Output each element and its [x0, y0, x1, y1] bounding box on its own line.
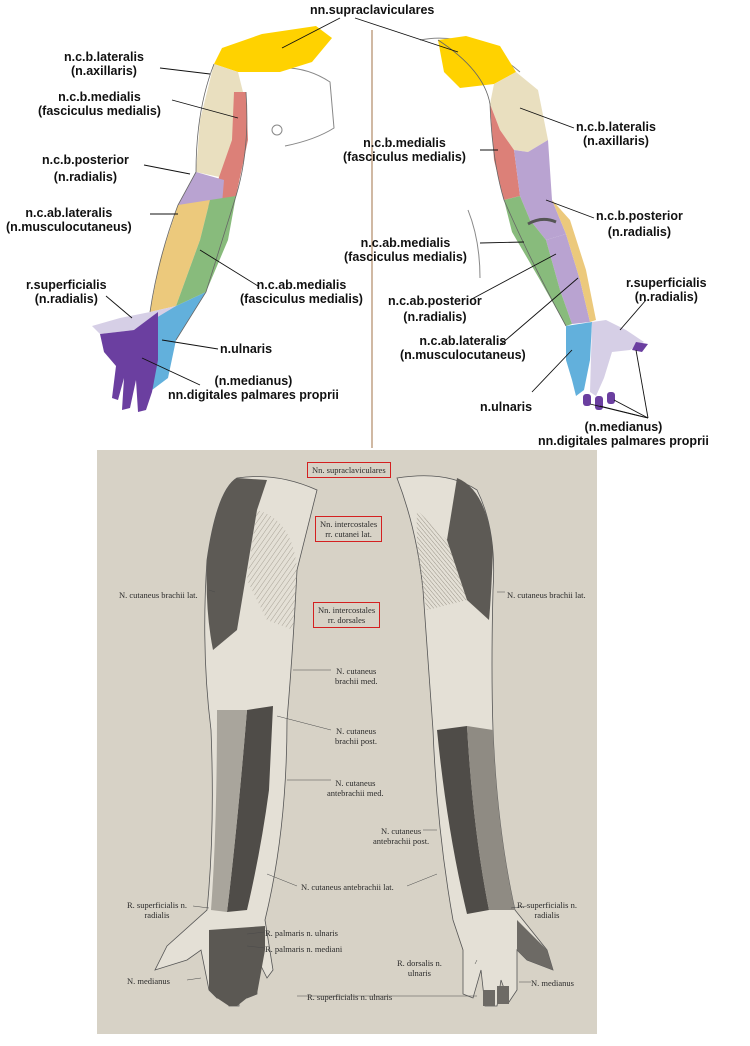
- atlas-label-medianus-left: N. medianus: [127, 976, 170, 986]
- zone-cab-posterior-right: [546, 234, 590, 324]
- atlas-label-cutaneus-brachii-lat-right: N. cutaneus brachii lat.: [507, 590, 586, 600]
- atlas-label-cutaneus-brachii-lat-left: N. cutaneus brachii lat.: [119, 590, 198, 600]
- right-arm-posterior: [419, 36, 648, 410]
- atlas-label-r-dorsalis-ulnaris: R. dorsalis n.ulnaris: [397, 958, 442, 978]
- atlas-label-r-palmaris-ulnaris: R. palmaris n. ulnaris: [265, 928, 338, 938]
- atlas-left-dark-shoulder: [206, 478, 267, 650]
- atlas-label-medianus-right: N. medianus: [531, 978, 574, 988]
- colored-dermatome-diagram: [92, 17, 649, 448]
- left-arm-anterior: [92, 26, 335, 412]
- atlas-label-r-palmaris-mediani: R. palmaris n. mediani: [265, 944, 343, 954]
- zone-cb-lateralis-right: [490, 72, 548, 152]
- zone-medianus-tip-3: [607, 392, 615, 404]
- atlas-left-dark-hand: [209, 926, 265, 1006]
- label-left-ulnaris: n.ulnaris: [220, 342, 273, 356]
- atlas-label-cutaneus-antebrachii-lat: N. cutaneus antebrachii lat.: [301, 882, 394, 892]
- label-left-cab-medialis: n.c.ab.medialis(fasciculus medialis): [240, 278, 363, 306]
- atlas-right-hatch-region: [416, 510, 467, 610]
- zone-medianus-left: [100, 312, 158, 412]
- label-left-cab-lateralis: n.c.ab.lateralis(n.musculocutaneus): [6, 206, 132, 234]
- leader-lines: [105, 17, 649, 419]
- atlas-label-r-superficialis-radialis-right: R. superficialis n.radialis: [517, 900, 577, 920]
- label-right-cb-lateralis: n.c.b.lateralis(n.axillaris): [576, 120, 656, 148]
- label-right-cab-posterior: n.c.ab.posterior(n.radialis): [388, 294, 482, 324]
- zone-cb-posterior-right: [514, 140, 566, 240]
- zone-medianus-tip-2: [595, 396, 603, 410]
- label-right-cb-posterior: n.c.b.posterior(n.radialis): [596, 209, 683, 239]
- atlas-right-hand-radial: [517, 920, 553, 970]
- atlas-right-fingertip-2: [497, 986, 509, 1004]
- zone-cab-lateralis-right: [552, 200, 596, 322]
- label-left-medianus: (n.medianus)nn.digitales palmares propri…: [168, 374, 339, 402]
- atlas-left-hatch-region: [247, 510, 297, 630]
- label-right-ulnaris: n.ulnaris: [480, 400, 533, 414]
- label-left-cb-medialis: n.c.b.medialis(fasciculus medialis): [38, 90, 161, 118]
- label-right-cab-medialis: n.c.ab.medialis(fasciculus medialis): [344, 236, 467, 264]
- label-right-medianus: (n.medianus)nn.digitales palmares propri…: [538, 420, 709, 448]
- zone-cab-lateralis-left: [150, 200, 210, 312]
- label-supraclaviculares: nn.supraclaviculares: [310, 3, 435, 17]
- zone-medianus-tip-1: [583, 394, 591, 406]
- atlas-right-fingertip-1: [483, 990, 495, 1006]
- atlas-label-supraclaviculares: Nn. supraclaviculares: [307, 462, 391, 478]
- zone-ulnaris-left: [152, 292, 206, 390]
- zone-cab-medialis-left: [176, 196, 236, 306]
- atlas-right-dark-forearm: [437, 726, 489, 914]
- zone-r-superficialis-right: [590, 320, 644, 396]
- atlas-drawing: [97, 450, 597, 1034]
- zone-cab-medialis-right: [504, 196, 572, 326]
- label-left-r-superficialis: r.superficialis(n.radialis): [26, 278, 107, 306]
- zone-supraclavicular-right: [438, 36, 516, 88]
- label-left-cb-lateralis: n.c.b.lateralis(n.axillaris): [64, 50, 144, 78]
- zone-medianus-tip-4: [632, 342, 648, 352]
- label-right-r-superficialis: r.superficialis(n.radialis): [626, 276, 707, 304]
- atlas-left-dark-forearm: [227, 706, 273, 912]
- atlas-right-dark-shoulder: [447, 478, 493, 620]
- atlas-right-mid-forearm: [467, 726, 515, 910]
- atlas-label-r-superficialis-ulnaris: R. superficialis n. ulnaris: [307, 992, 393, 1002]
- zone-r-superficialis-left: [92, 306, 176, 334]
- zone-cb-medialis-left: [218, 92, 248, 200]
- label-right-cb-medialis: n.c.b.medialis(fasciculus medialis): [343, 136, 466, 164]
- label-left-cb-posterior: n.c.b.posterior(n.radialis): [42, 153, 129, 184]
- label-right-cab-lateralis: n.c.ab.lateralis(n.musculocutaneus): [400, 334, 526, 362]
- zone-cb-medialis-right: [490, 104, 520, 200]
- zone-ulnaris-right: [566, 322, 592, 396]
- atlas-label-r-superficialis-radialis-left: R. superficialis n.radialis: [127, 900, 187, 920]
- zone-supraclavicular-left: [214, 26, 332, 72]
- atlas-left-mid-forearm: [211, 710, 247, 912]
- atlas-leader-lines: [186, 589, 531, 997]
